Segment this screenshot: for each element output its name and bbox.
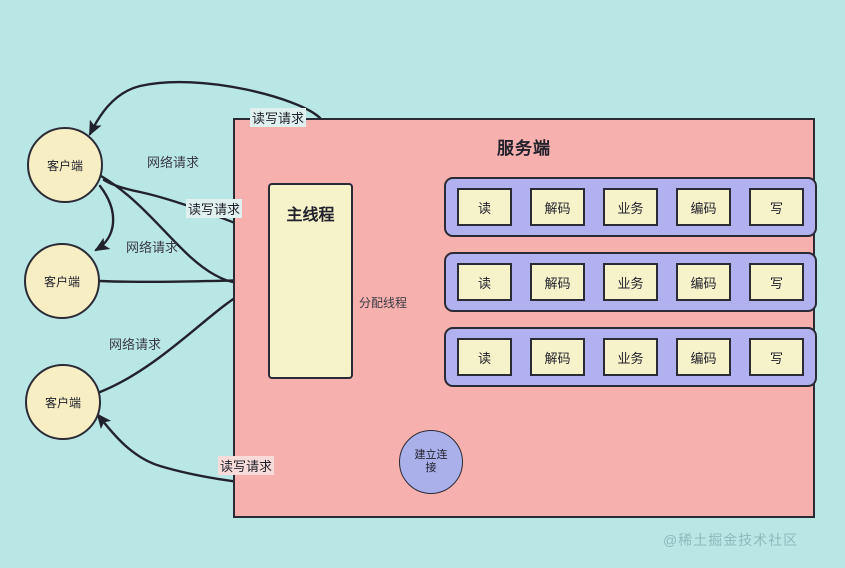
pipeline-cell-business[interactable]: 业务	[603, 263, 658, 301]
edge-label-rw-mid: 读写请求	[186, 199, 243, 218]
pipeline-cell-business[interactable]: 业务	[603, 338, 658, 376]
client-label: 客户端	[46, 158, 83, 173]
pipeline-cell-decode[interactable]: 解码	[530, 188, 585, 226]
edge-label-assign-thread: 分配线程	[359, 296, 408, 310]
edge-label-network-3: 网络请求	[109, 337, 162, 352]
pipeline-cell-encode[interactable]: 编码	[676, 263, 731, 301]
establish-connection-node[interactable]: 建立连 接	[399, 430, 463, 494]
edge-label-rw-bottom: 读写请求	[218, 456, 275, 475]
client-node-2[interactable]: 客户端	[24, 243, 100, 319]
pipeline-cell-encode[interactable]: 编码	[676, 188, 731, 226]
edge-rw-top	[88, 80, 322, 136]
main-thread-label: 主线程	[286, 207, 335, 224]
pipeline-cell-read[interactable]: 读	[457, 263, 512, 301]
pipeline-cell-write[interactable]: 写	[749, 188, 804, 226]
pipeline-cell-read[interactable]: 读	[457, 338, 512, 376]
client-label: 客户端	[44, 395, 81, 410]
pipeline-cell-decode[interactable]: 解码	[530, 263, 585, 301]
pipeline-cell-decode[interactable]: 解码	[530, 338, 585, 376]
edge-label-network-1: 网络请求	[147, 155, 200, 170]
watermark: @稀土掘金技术社区	[663, 532, 799, 548]
main-thread-box[interactable]: 主线程	[268, 183, 353, 379]
pipeline-cell-write[interactable]: 写	[749, 263, 804, 301]
pipeline-cell-business[interactable]: 业务	[603, 188, 658, 226]
conn-label-line1: 建立连	[414, 449, 448, 462]
pipeline-cell-read[interactable]: 读	[457, 188, 512, 226]
client-node-3[interactable]: 客户端	[25, 364, 101, 440]
client-label: 客户端	[43, 274, 80, 289]
server-title: 服务端	[497, 139, 551, 158]
pipeline-row-2[interactable]: 读 解码 业务 编码 写	[444, 252, 817, 312]
conn-label-line2: 接	[425, 462, 437, 474]
establish-connection-label: 建立连 接	[415, 449, 448, 474]
pipeline-cell-write[interactable]: 写	[749, 338, 804, 376]
pipeline-row-3[interactable]: 读 解码 业务 编码 写	[444, 327, 817, 387]
pipeline-row-1[interactable]: 读 解码 业务 编码 写	[444, 177, 817, 237]
edge-client1-to-client2	[94, 184, 115, 252]
client-node-1[interactable]: 客户端	[27, 127, 103, 203]
pipeline-cell-encode[interactable]: 编码	[676, 338, 731, 376]
edge-label-rw-top: 读写请求	[250, 108, 307, 127]
edge-label-network-2: 网络请求	[126, 240, 179, 255]
